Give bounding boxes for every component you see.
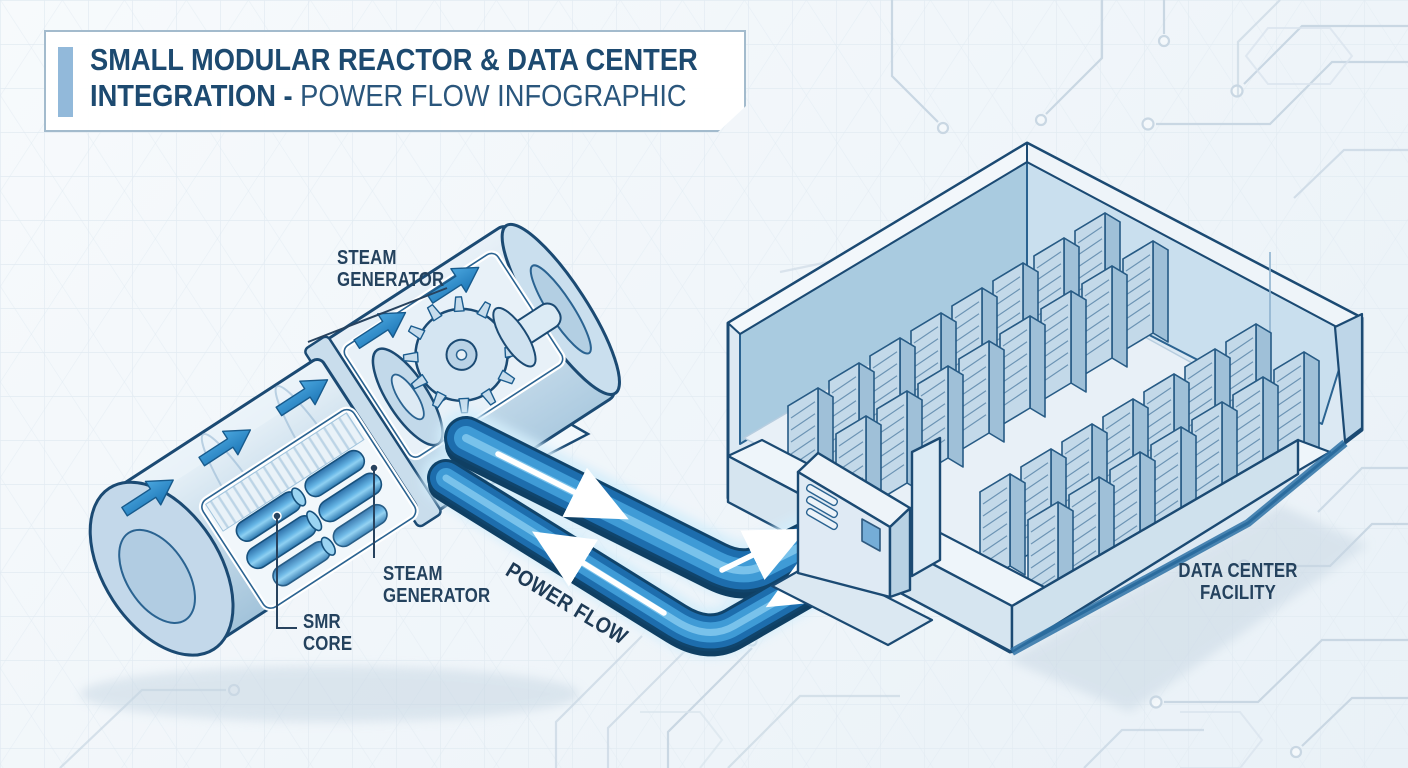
title-line-2-light: POWER FLOW INFOGRAPHIC (300, 78, 687, 113)
flow-arrow-icon (426, 266, 480, 304)
title-line-2-bold: INTEGRATION - (90, 78, 293, 113)
gear-tooth (480, 388, 497, 406)
gear-tooth (431, 390, 447, 409)
server-rack (1122, 240, 1169, 352)
smr-reactor (88, 222, 621, 657)
base-bevel (1010, 439, 1348, 656)
return-arrow-icon (531, 531, 667, 616)
circuit-traces (59, 0, 1408, 768)
power-flow-pipes (421, 409, 877, 658)
flow-arrow-icon (275, 379, 329, 417)
supply-arrow-icon (495, 451, 629, 520)
transformer-side (888, 506, 912, 599)
label-data-center-facility: DATA CENTER FACILITY (1178, 560, 1298, 604)
turbine-gear-icon (402, 296, 521, 414)
gear-tooth (476, 301, 492, 319)
right-wall-face (1333, 312, 1364, 443)
transformer-box (770, 451, 934, 647)
gear-tooth (453, 296, 465, 313)
steam-generator-window (341, 250, 566, 461)
server-rack (1273, 351, 1320, 463)
supply-pipe (444, 416, 842, 599)
flow-arrow-icon (121, 479, 174, 517)
gear-tooth (497, 369, 516, 385)
transformer-panel (861, 518, 881, 552)
gear-tooth (402, 351, 419, 363)
circuit-hexagons (640, 27, 1354, 768)
title-line-1: SMALL MODULAR REACTOR & DATA CENTER (90, 42, 698, 77)
server-rack (958, 340, 1005, 452)
hull-flow-arrows (121, 266, 480, 517)
reactor-shadow (80, 666, 580, 722)
server-rack (999, 315, 1046, 427)
page-title: SMALL MODULAR REACTOR & DATA CENTER INTE… (90, 42, 781, 114)
flow-arrow-icon (198, 429, 252, 467)
return-pipe (427, 459, 871, 657)
server-rack (1040, 290, 1087, 402)
building-shadow (1008, 505, 1368, 712)
label-smr-core: SMR CORE (303, 611, 353, 655)
label-steam-generator-mid: STEAM GENERATOR (383, 563, 491, 607)
server-rack (1081, 265, 1128, 377)
fuel-rods (235, 449, 388, 587)
gear-tooth (426, 303, 443, 322)
title-box: SMALL MODULAR REACTOR & DATA CENTER INTE… (44, 30, 746, 132)
vent-slats (805, 483, 839, 531)
flow-arrow-icon (353, 311, 407, 350)
smr-core-window (198, 406, 419, 612)
gear-tooth (407, 325, 426, 340)
entry-pillar (910, 436, 942, 578)
supply-arrow-icon (719, 528, 807, 580)
title-accent-bar (58, 47, 73, 117)
ramp-face (1010, 438, 1300, 654)
leader-lines (272, 287, 448, 629)
label-steam-generator-top: STEAM GENERATOR (337, 247, 445, 291)
gear-tooth (410, 373, 429, 390)
